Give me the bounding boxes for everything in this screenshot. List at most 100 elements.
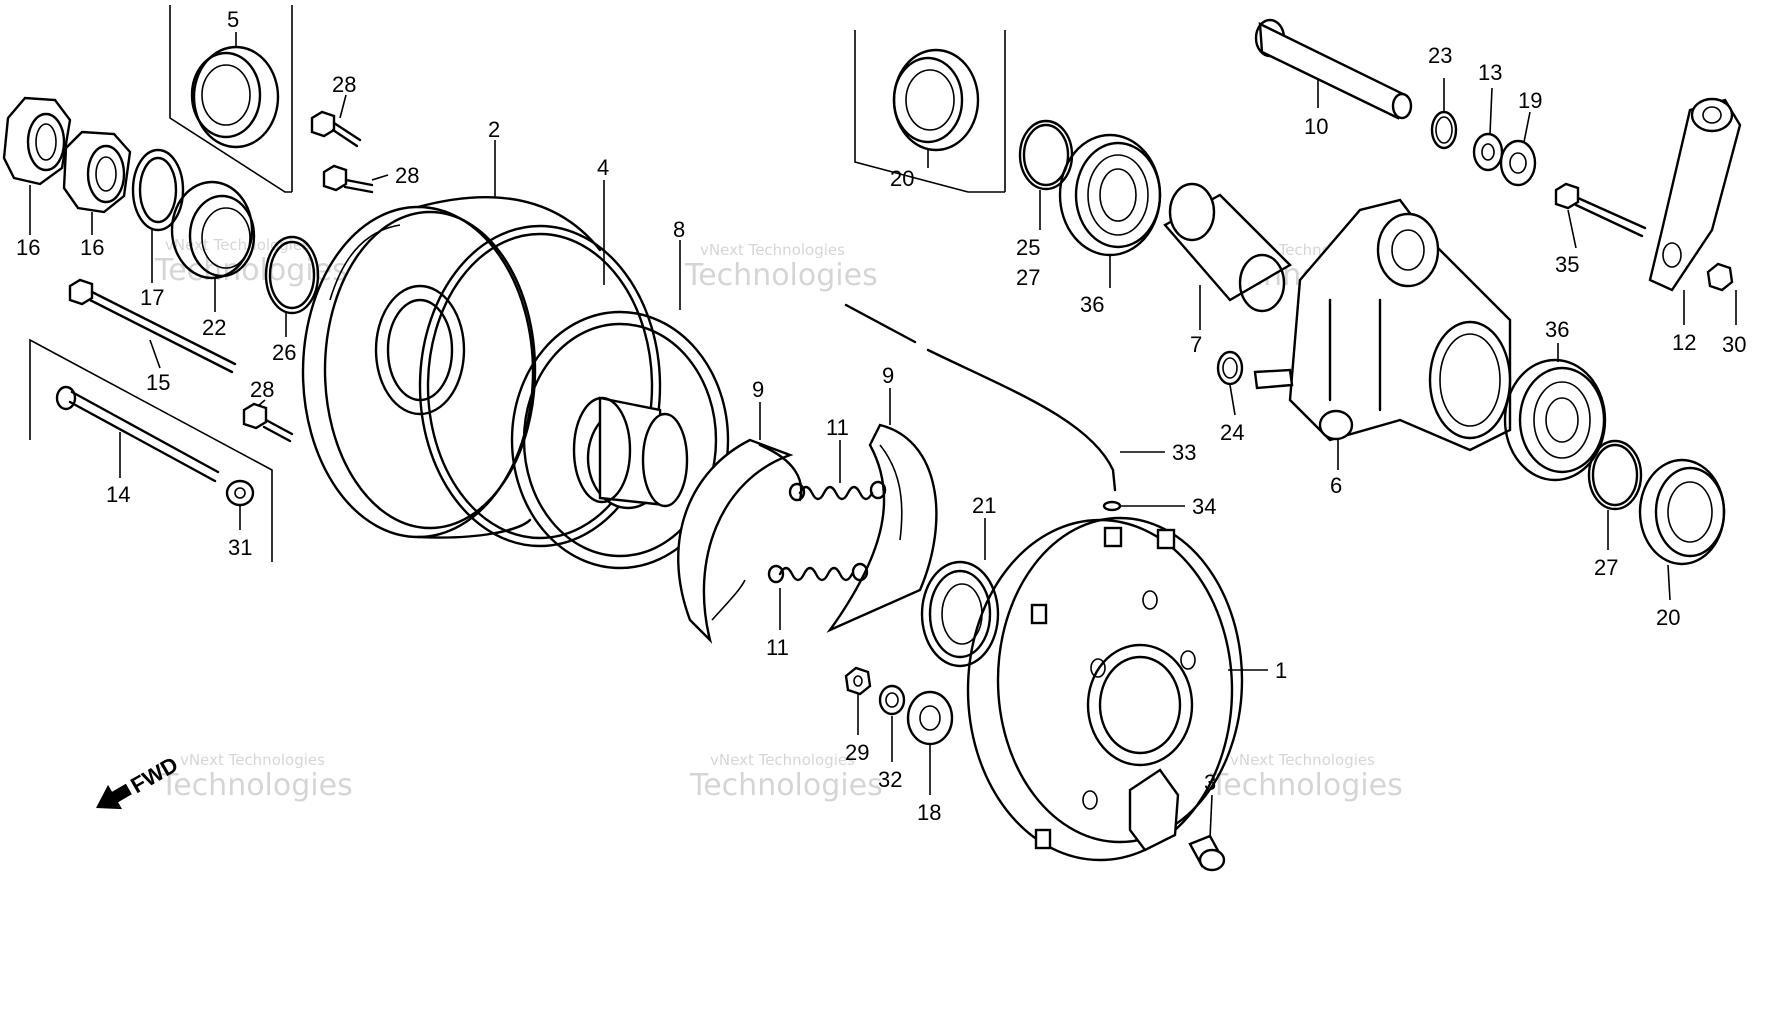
callout-14: 14 [106, 482, 130, 507]
callout-5: 5 [227, 7, 239, 32]
part-1-brake-panel [966, 516, 1244, 862]
callout-16: 16 [80, 235, 104, 260]
callout-13: 13 [1478, 60, 1502, 85]
part-35-bolt [1554, 182, 1647, 238]
callout-23: 23 [1428, 43, 1452, 68]
callout-36: 36 [1545, 317, 1569, 342]
part-21-seal [920, 560, 1000, 668]
callout-32: 32 [878, 767, 902, 792]
callout-34: 34 [1192, 494, 1216, 519]
part-30-nut [1706, 262, 1734, 292]
callout-10: 10 [1304, 114, 1328, 139]
part-25-ring [1018, 119, 1074, 191]
part-36-bearing-lower [1503, 358, 1607, 482]
callout-22: 22 [202, 315, 226, 340]
callout-17: 17 [140, 285, 164, 310]
part-9-brake-shoe-right [826, 423, 938, 633]
svg-text:Technologies: Technologies [1209, 768, 1403, 803]
callout-3: 3 [1204, 770, 1216, 795]
callout-29: 29 [845, 740, 869, 765]
part-8-hub [510, 310, 730, 570]
part-6-housing [1253, 198, 1512, 452]
callout-11: 11 [766, 635, 789, 660]
svg-text:vNext Technologies: vNext Technologies [165, 236, 310, 254]
callout-6: 6 [1330, 473, 1342, 498]
svg-text:vNext Technologies: vNext Technologies [180, 751, 325, 769]
part-11-spring-upper [788, 480, 887, 502]
callout-35: 35 [1555, 252, 1579, 277]
callout-25: 25 [1016, 235, 1040, 260]
callout-18: 18 [917, 800, 941, 825]
callout-19: 19 [1518, 88, 1542, 113]
callout-28: 28 [395, 163, 419, 188]
callout-4: 4 [597, 155, 609, 180]
callouts: 5 28 28 28 16 16 17 22 26 15 14 31 2 4 8… [16, 7, 1746, 825]
svg-text:vNext Technologies: vNext Technologies [710, 751, 855, 769]
callout-36: 36 [1080, 292, 1104, 317]
callout-7: 7 [1190, 332, 1202, 357]
part-20-seal-upper [892, 48, 980, 152]
callout-12: 12 [1672, 330, 1696, 355]
part-33-cable [844, 303, 1117, 492]
part-18-washer [906, 690, 954, 746]
part-27-ring-lower [1587, 439, 1643, 511]
part-34-oring [1102, 500, 1122, 512]
part-26-oring [264, 235, 320, 315]
callout-31: 31 [228, 535, 252, 560]
svg-text:Technologies: Technologies [689, 768, 883, 803]
watermark: vNext Technologies Technologies [1209, 751, 1403, 803]
callout-27: 27 [1594, 555, 1618, 580]
part-10-shaft [1254, 18, 1413, 120]
part-3-bushing [1188, 834, 1226, 872]
watermark: vNext Technologies Technologies [689, 751, 883, 803]
part-19-washer [1499, 139, 1537, 187]
part-16-nut-b [62, 130, 132, 214]
callout-15: 15 [146, 370, 170, 395]
inset-brackets [29, 5, 1006, 562]
callout-21: 21 [972, 493, 996, 518]
callout-26: 26 [272, 340, 296, 365]
part-15-long-bolt [68, 278, 237, 374]
svg-text:Technologies: Technologies [684, 258, 878, 293]
part-13-washer [1472, 132, 1504, 172]
part-9-brake-shoe-left [677, 438, 803, 644]
part-22-seal [170, 180, 256, 280]
part-7-collar [1163, 182, 1292, 313]
callout-27: 27 [1016, 265, 1040, 290]
leader-lines [29, 32, 1737, 839]
part-2-drum [301, 196, 602, 539]
part-28-bolt-b [322, 164, 374, 194]
callout-1: 1 [1275, 658, 1287, 683]
svg-text:vNext Technologies: vNext Technologies [1230, 751, 1375, 769]
part-24-oring [1216, 350, 1244, 386]
callout-28: 28 [250, 377, 274, 402]
part-5-seal [190, 45, 280, 149]
watermark-group: vNext Technologies Technologies vNext Te… [154, 236, 1408, 803]
part-4-gasket [418, 224, 662, 548]
part-12-arm [1648, 97, 1742, 292]
callout-20: 20 [890, 166, 914, 191]
part-29-nut [844, 666, 872, 696]
callout-9: 9 [882, 363, 894, 388]
part-31-washer [225, 479, 255, 507]
callout-2: 2 [488, 117, 500, 142]
part-11-spring-lower [767, 562, 869, 584]
callout-24: 24 [1220, 420, 1244, 445]
callout-8: 8 [673, 217, 685, 242]
part-20-seal-lower [1638, 458, 1726, 566]
callout-20: 20 [1656, 605, 1680, 630]
svg-text:Technologies: Technologies [159, 768, 353, 803]
watermark: vNext Technologies Technologies [684, 241, 878, 293]
part-36-bearing-upper [1058, 133, 1162, 257]
callout-30: 30 [1722, 332, 1746, 357]
part-32-washer [878, 684, 906, 716]
part-17-ring [131, 148, 185, 232]
watermark: vNext Technologies Technologies [159, 751, 353, 803]
svg-text:vNext Technologies: vNext Technologies [700, 241, 845, 259]
callout-11: 11 [826, 415, 849, 440]
part-28-bolt-a [310, 110, 362, 148]
callout-9: 9 [752, 377, 764, 402]
part-28-bolt-c [242, 402, 294, 443]
callout-33: 33 [1172, 440, 1196, 465]
